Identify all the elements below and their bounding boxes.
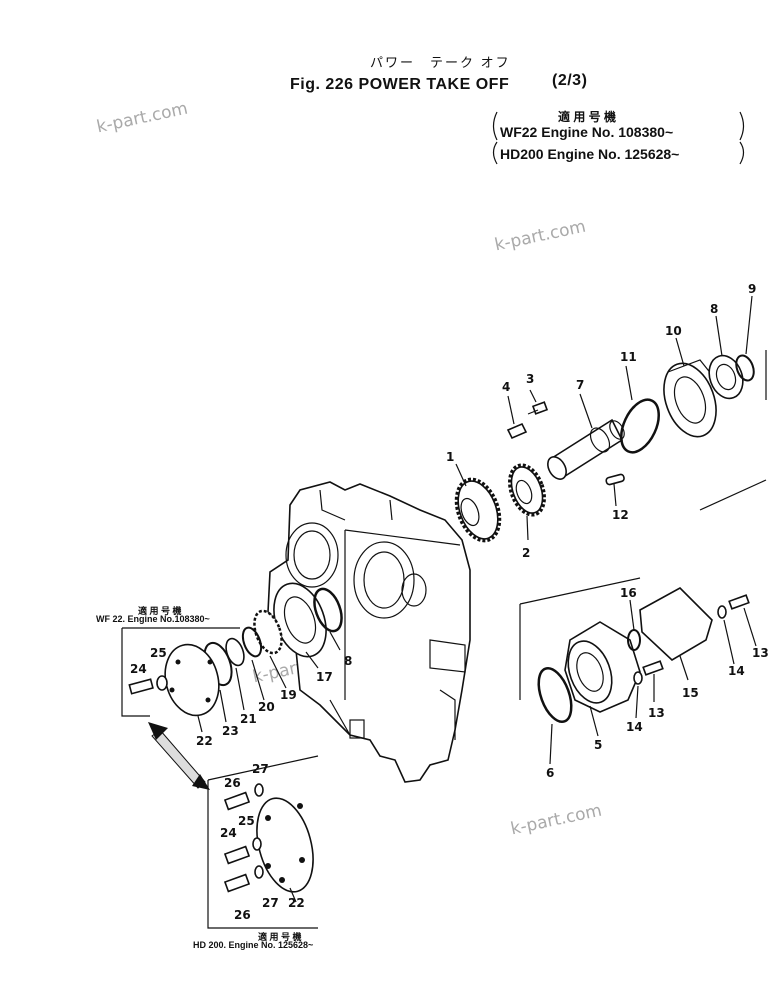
o-ring-part-6 <box>537 667 573 723</box>
bracket-right-1 <box>739 111 745 141</box>
callout-part-5: 5 <box>594 738 603 752</box>
applicable-wf22: WF22 Engine No. 108380~ <box>500 124 674 140</box>
callout-part-20: 20 <box>258 700 275 714</box>
callout-part-7: 7 <box>576 378 585 392</box>
bolt-part-24-top <box>128 678 154 695</box>
bolt-part-26-lower <box>223 873 251 893</box>
callout-part-27-upper: 27 <box>252 762 269 776</box>
bracket-left-1 <box>492 111 498 141</box>
callout-part-8-lower: 8 <box>344 654 353 668</box>
sub-frame <box>519 577 641 700</box>
callout-part-14-lower: 14 <box>626 720 643 734</box>
washer-part-25-bottom <box>252 837 262 851</box>
callout-part-19: 19 <box>280 688 297 702</box>
callout-part-25-bottom: 25 <box>238 814 255 828</box>
callout-part-27-lower: 27 <box>262 896 279 910</box>
sheet-number: (2/3) <box>552 72 588 89</box>
inset-bottom-heading: 適 用 号 機 <box>258 932 302 942</box>
gear-part-2 <box>508 463 546 517</box>
bolt-part-3 <box>527 401 549 415</box>
inset-bottom-frame <box>207 755 319 929</box>
callout-part-21: 21 <box>240 712 257 726</box>
callout-part-3: 3 <box>526 372 535 386</box>
callout-part-10: 10 <box>665 324 682 338</box>
leader-lines <box>197 295 757 903</box>
cage-part-10 <box>663 359 717 438</box>
housing-part-5 <box>564 621 641 713</box>
bracket-right-2 <box>739 141 745 165</box>
callout-part-15: 15 <box>682 686 699 700</box>
washer-part-14-upper <box>717 605 727 619</box>
callout-part-13-lower: 13 <box>648 706 665 720</box>
callout-part-22-top: 22 <box>196 734 213 748</box>
washer-part-27-upper <box>254 783 264 797</box>
o-ring-part-11 <box>620 398 660 454</box>
callout-part-25-top: 25 <box>150 646 167 660</box>
o-ring-part-18 <box>313 587 343 633</box>
applicable-hd200: HD200 Engine No. 125628~ <box>500 146 680 162</box>
callout-part-13-upper: 13 <box>752 646 769 660</box>
callout-part-26-upper: 26 <box>224 776 241 790</box>
callout-part-16: 16 <box>620 586 637 600</box>
callout-part-12: 12 <box>612 508 629 522</box>
callout-part-9: 9 <box>748 282 757 296</box>
bolt-part-13-lower <box>642 660 664 676</box>
washer-part-27-lower <box>254 865 264 879</box>
transmission-housing <box>267 481 471 783</box>
callout-part-14-upper: 14 <box>728 664 745 678</box>
washer-part-14-lower <box>633 671 643 685</box>
washer-part-25-top <box>156 675 168 691</box>
callout-part-6: 6 <box>546 766 555 780</box>
bolt-part-24-bottom <box>223 845 251 865</box>
gear-part-1 <box>454 477 502 543</box>
callout-part-2: 2 <box>522 546 531 560</box>
ring-part-9 <box>735 354 755 382</box>
callout-part-11: 11 <box>620 350 637 364</box>
callout-part-23: 23 <box>222 724 239 738</box>
callout-part-17: 17 <box>316 670 333 684</box>
callout-part-22-bottom: 22 <box>288 896 305 910</box>
inset-top-frame <box>121 627 240 717</box>
leader-cage <box>699 479 767 511</box>
title-kana: パワー テーク オフ <box>370 55 511 70</box>
cover-part-22-top <box>164 643 220 717</box>
key-part-12 <box>605 473 625 486</box>
shaft-part-7 <box>547 418 625 480</box>
callout-part-24-bottom: 24 <box>220 826 237 840</box>
callout-part-4: 4 <box>502 380 511 394</box>
bracket-left-2 <box>492 141 498 165</box>
inset-top-heading: 適 用 号 機 <box>138 606 182 616</box>
inset-link-arrow <box>148 722 210 790</box>
bearing-part-8 <box>708 354 744 400</box>
bolt-part-13-upper <box>728 594 750 610</box>
cover-part-22-bottom <box>256 797 314 893</box>
figure-title: Fig. 226 POWER TAKE OFF <box>290 76 510 93</box>
cover-part-15 <box>639 587 713 661</box>
callout-part-26-lower: 26 <box>234 908 251 922</box>
inset-bottom-label: HD 200. Engine No. 125628~ <box>193 940 314 950</box>
inset-top-label: WF 22. Engine No.108380~ <box>96 614 210 624</box>
lock-plate-part-4 <box>506 422 528 440</box>
callout-part-8-upper: 8 <box>710 302 719 316</box>
callout-part-1: 1 <box>446 450 455 464</box>
ring-part-20 <box>241 626 263 658</box>
bolt-part-26-upper <box>223 791 251 811</box>
applicable-heading: 適 用 号 機 <box>558 110 617 124</box>
callout-part-24-top: 24 <box>130 662 147 676</box>
